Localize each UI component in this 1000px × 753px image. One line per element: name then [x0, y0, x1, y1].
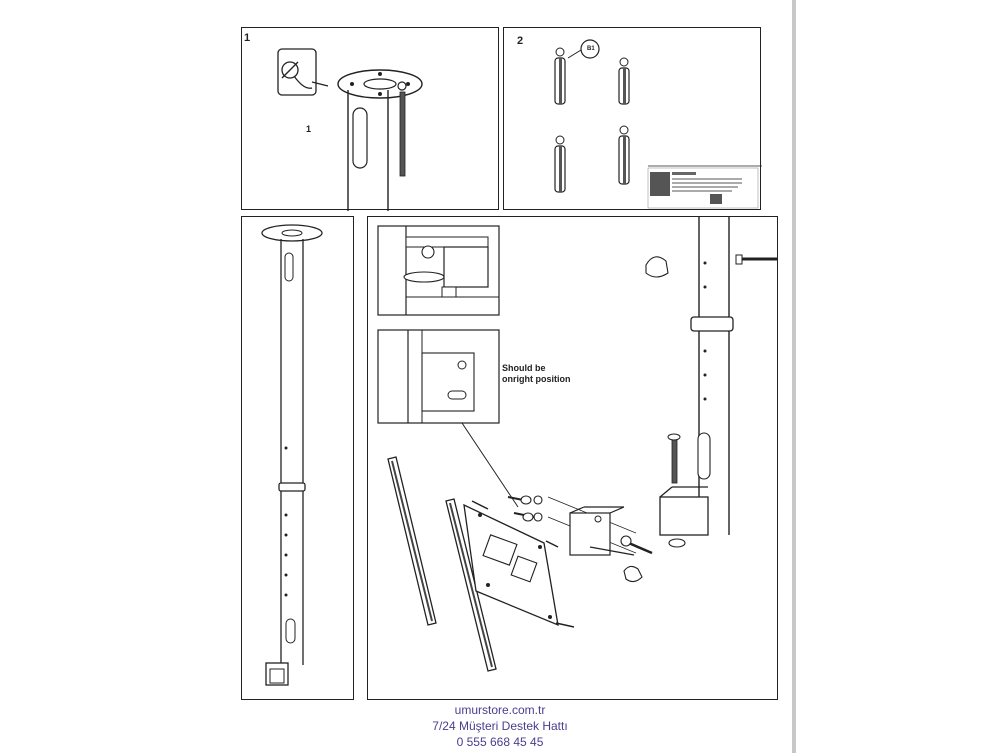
- orientation-note-line-1: Should be: [502, 363, 546, 373]
- ceiling-plate-illustration: [277, 48, 423, 211]
- pole-assembly-panel: [241, 216, 354, 700]
- support-phone-number[interactable]: 0 555 668 45 45: [456, 735, 544, 749]
- step-2-panel: 2 B1: [503, 27, 762, 210]
- orientation-note: Should be onright position: [502, 363, 570, 385]
- store-website-link[interactable]: umurstore.com.tr: [454, 703, 546, 717]
- support-hotline-label: 7/24 Müşteri Destek Hattı: [432, 719, 568, 733]
- telescopic-pole-illustration: [261, 224, 323, 686]
- bracket-assembly-panel: Should be onright position: [367, 216, 778, 700]
- page-edge: [792, 0, 796, 753]
- part-1-label: 1: [306, 124, 312, 134]
- store-footer: umurstore.com.tr 7/24 Müşteri Destek Hat…: [350, 702, 650, 750]
- bracket-assembly-illustration: [377, 217, 778, 672]
- orientation-note-line-2: onright position: [502, 374, 571, 384]
- part-b1-label: B1: [587, 46, 595, 52]
- step-1-panel: 1 1: [241, 27, 499, 211]
- wall-plugs-illustration: [554, 39, 762, 209]
- step-2-number: 2: [517, 35, 524, 47]
- step-1-number: 1: [244, 32, 251, 44]
